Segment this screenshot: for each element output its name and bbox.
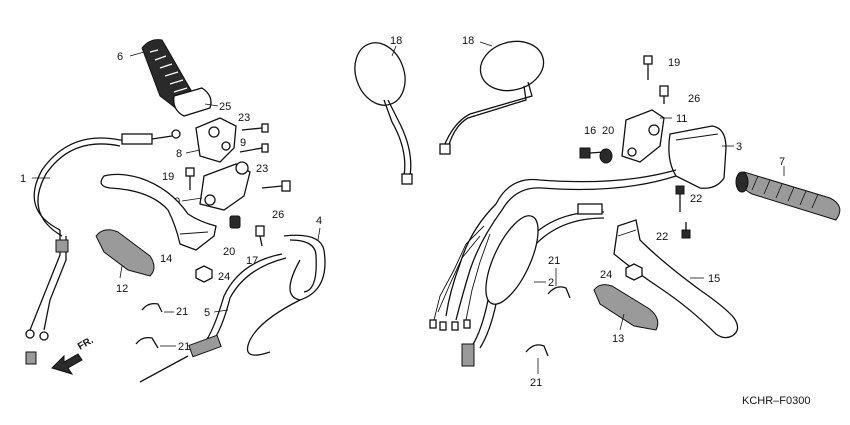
callout-26-left: 26: [272, 209, 284, 221]
washer-20-right: [599, 148, 613, 164]
callout-21-right-top: 21: [548, 255, 560, 267]
callout-22-bottom: 22: [656, 231, 668, 243]
clamp-21-right-top: [547, 286, 571, 299]
callout-21-left-top: 21: [176, 306, 188, 318]
front-brake-lever: [613, 219, 739, 339]
nut-24-left: [195, 265, 213, 283]
bolt-19-right: [643, 55, 653, 80]
lever-cover: [95, 229, 155, 277]
throttle-cable: [25, 129, 181, 365]
leader-6: [129, 51, 145, 57]
callout-3: 3: [736, 141, 742, 153]
bolt-26-right: [659, 85, 669, 104]
callout-7: 7: [779, 156, 785, 168]
diagram-code: KCHR–F0300: [742, 395, 810, 407]
callout-6: 6: [117, 51, 123, 63]
screw-22-bottom: [681, 222, 691, 239]
leader-8: [185, 149, 201, 154]
right-handlebar-switch: [668, 125, 727, 189]
callout-18-right: 18: [462, 35, 474, 47]
screw-23-bottom: [239, 143, 269, 153]
leader-5: [213, 309, 229, 313]
screw-23-top: [241, 123, 269, 133]
front-arrow-label: FR.: [76, 335, 96, 353]
mirror-left: [354, 42, 413, 185]
mirror-right: [439, 40, 545, 155]
callout-24-right: 24: [600, 269, 612, 281]
leader-4: [317, 227, 321, 241]
nut-24-right: [625, 263, 643, 281]
callout-11: 11: [676, 113, 687, 125]
callout-15: 15: [708, 273, 720, 285]
spring-20-left: [229, 215, 241, 229]
decompressor-cable: [139, 253, 287, 383]
callout-16: 16: [584, 125, 596, 137]
leader-12: [119, 265, 123, 279]
clamp-21-right-bottom: [525, 344, 549, 357]
callout-13: 13: [612, 333, 624, 345]
callout-1: 1: [20, 173, 26, 185]
callout-19-right: 19: [668, 57, 680, 69]
screw-22-top: [675, 185, 685, 212]
callout-19-left: 19: [162, 171, 174, 183]
callout-21-right-bottom: 21: [530, 377, 542, 389]
callout-2: 2: [548, 277, 554, 289]
clamp-21-left-bottom: [135, 336, 159, 349]
leader-25: [204, 103, 219, 107]
throttle-grip: [141, 39, 212, 117]
switch-wire-harness: [429, 169, 677, 331]
leader-18-right: [479, 41, 493, 47]
callout-20-right: 20: [602, 125, 614, 137]
leader-18-left: [391, 45, 397, 57]
right-grip: [735, 171, 841, 221]
callout-23-bottom: 23: [256, 163, 268, 175]
callout-9: 9: [240, 137, 246, 149]
bolt-26-left: [261, 180, 291, 192]
callout-8: 8: [176, 148, 182, 160]
callout-25: 25: [219, 101, 231, 113]
pivot-17: [255, 225, 265, 247]
callout-23-top: 23: [238, 112, 250, 124]
throttle-housing: [195, 117, 237, 163]
callout-14: 14: [160, 253, 172, 265]
leader-13: [619, 313, 625, 331]
brake-switch-cable: [461, 203, 605, 367]
callout-18-left: 18: [390, 35, 402, 47]
brake-lever-cover: [593, 284, 659, 331]
callout-21-left-bottom: 21: [178, 341, 190, 353]
callout-20-left: 20: [223, 246, 235, 258]
callout-5: 5: [204, 307, 210, 319]
front-brake-lever-bracket: [621, 109, 665, 163]
bolt-19-left: [185, 167, 195, 190]
clutch-lever: [100, 173, 217, 251]
callout-26-right: 26: [688, 93, 700, 105]
clamp-21-left-top: [141, 302, 163, 313]
clutch-cable: [246, 234, 326, 356]
leader-10: [181, 197, 203, 202]
callout-24-left: 24: [218, 271, 230, 283]
callout-4: 4: [316, 215, 322, 227]
clutch-lever-bracket: [199, 161, 251, 211]
callout-17: 17: [246, 255, 258, 267]
callout-22-top: 22: [690, 193, 702, 205]
callout-12: 12: [116, 283, 128, 295]
front-direction-arrow: FR.: [51, 335, 96, 375]
